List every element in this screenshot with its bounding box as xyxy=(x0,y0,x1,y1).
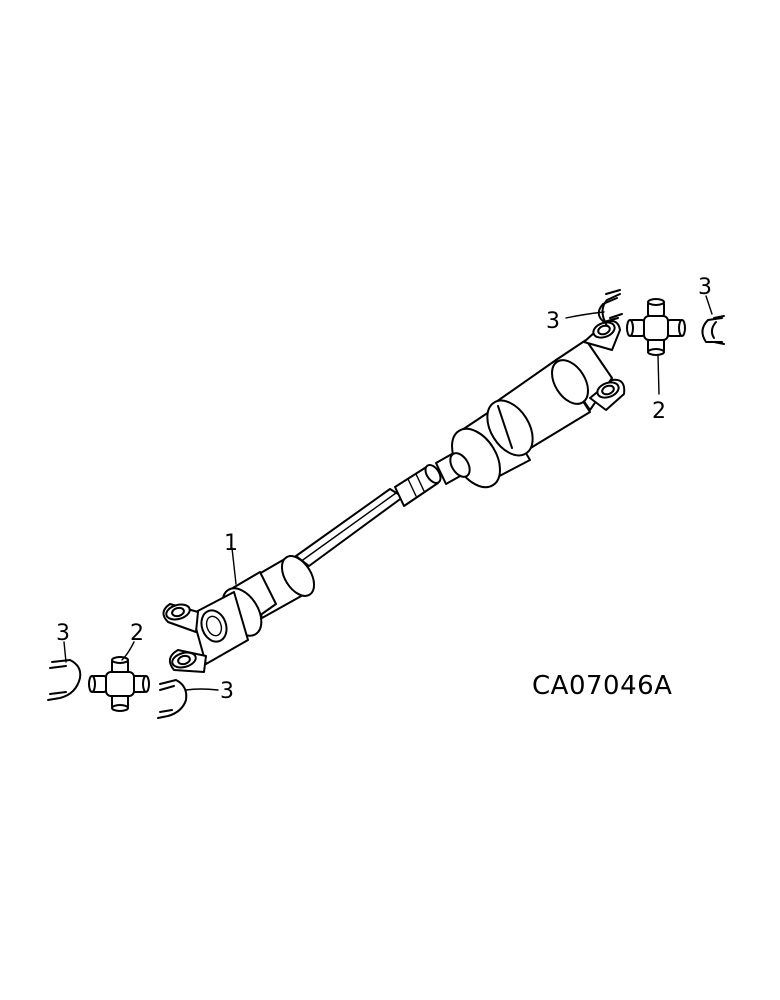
u-bolt-upper-inner xyxy=(597,289,623,327)
callout-bolt-lower-inner: 3 xyxy=(220,679,234,704)
u-joint-cross-upper xyxy=(626,298,686,356)
upper-tube-assembly xyxy=(449,320,626,489)
splined-collar xyxy=(394,464,442,507)
u-bolt-lower-outer xyxy=(47,659,82,701)
u-joint-cross-lower xyxy=(88,656,150,712)
drawing-code: CA07046A xyxy=(532,671,672,701)
callout-bolt-lower-outer: 3 xyxy=(56,621,70,646)
u-bolt-upper-outer xyxy=(701,315,725,345)
leader-lines xyxy=(63,295,713,691)
u-bolt-lower-inner xyxy=(157,679,188,719)
callout-cross-lower: 2 xyxy=(130,621,144,646)
callout-bolt-upper-outer: 3 xyxy=(698,275,712,300)
lower-tube-assembly xyxy=(162,555,316,673)
callout-bolt-upper-inner: 3 xyxy=(546,309,560,334)
callout-shaft: 1 xyxy=(224,531,238,556)
callout-cross-upper: 2 xyxy=(652,399,666,424)
inner-shaft xyxy=(295,488,404,567)
